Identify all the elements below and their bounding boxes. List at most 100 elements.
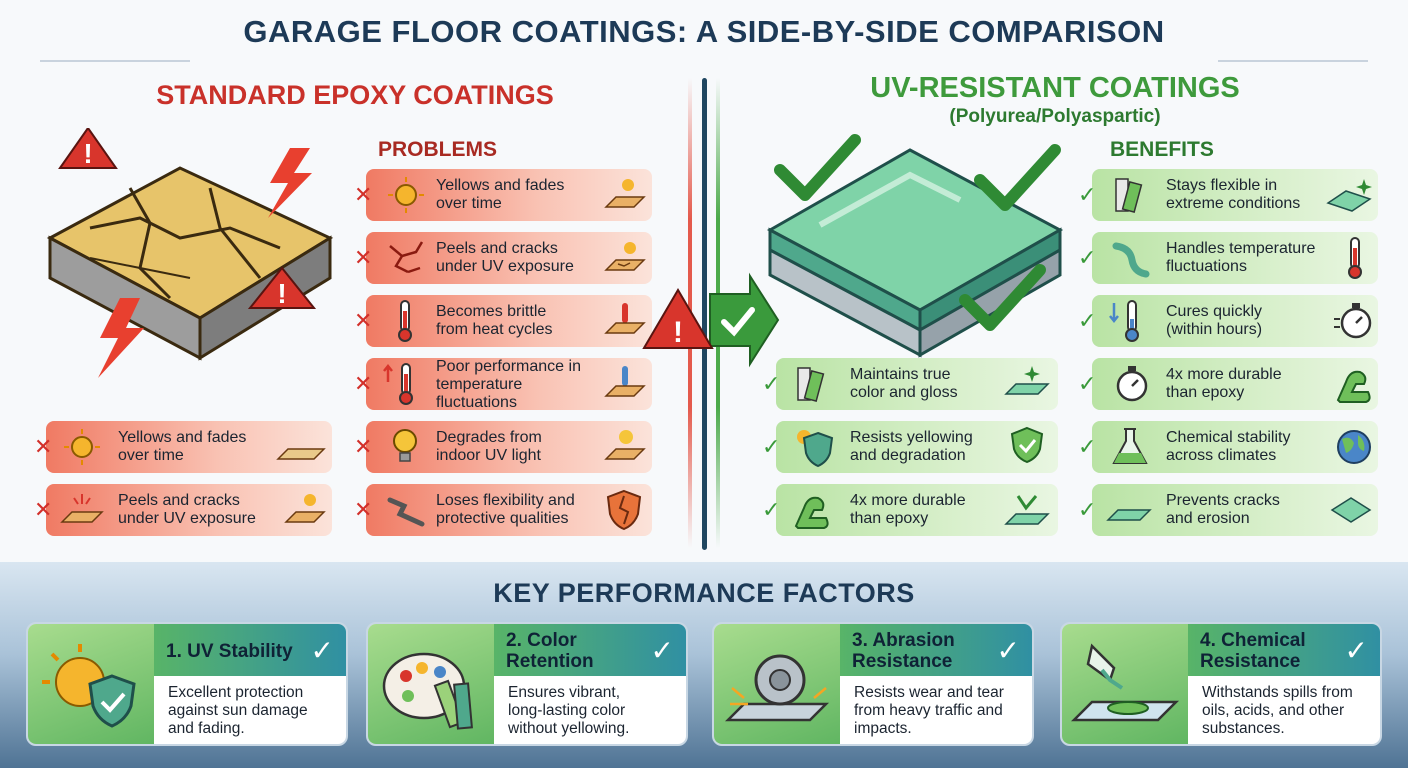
problem-text: Becomes brittle from heat cycles <box>436 303 553 338</box>
benefit-text: Handles temperature fluctuations <box>1166 240 1316 275</box>
stopwatch-icon <box>1116 366 1148 402</box>
shield-check-icon <box>1010 426 1044 464</box>
factor-icon-box <box>28 624 154 744</box>
x-icon: ✕ <box>354 308 373 333</box>
stopwatch-icon <box>1334 303 1372 339</box>
check-icon: ✓ <box>1078 371 1097 396</box>
factor-name: 3. Abrasion Resistance <box>852 630 955 672</box>
glossy-tile-icon <box>1004 366 1050 395</box>
title-rule-right <box>1218 60 1368 62</box>
uv-section-subtitle: (Polyurea/Polyaspartic) <box>949 106 1161 127</box>
factor-description: Excellent protection against sun damage … <box>168 684 308 737</box>
check-icon: ✓ <box>650 635 674 666</box>
palette-icon <box>382 652 473 730</box>
glossy-tile-icon <box>1326 179 1372 212</box>
faded-floor-icon <box>276 448 326 460</box>
sun-icon <box>64 429 100 465</box>
check-icon: ✓ <box>996 635 1020 666</box>
factor-card-uv-stability: 1. UV Stability ✓ Excellent protection a… <box>26 622 348 746</box>
page-title: GARAGE FLOOR COATINGS: A SIDE-BY-SIDE CO… <box>243 14 1165 49</box>
check-icon: ✓ <box>1078 308 1097 333</box>
factor-header <box>494 624 686 676</box>
x-icon: ✕ <box>34 497 53 522</box>
x-icon: ✕ <box>354 182 373 207</box>
flexed-arm-icon <box>794 496 829 529</box>
heat-floor-icon <box>604 303 646 334</box>
x-icon: ✕ <box>34 434 53 459</box>
color-swatch-icon <box>797 367 825 402</box>
key-factors-title: KEY PERFORMANCE FACTORS <box>493 578 915 608</box>
globe-icon <box>1337 430 1371 464</box>
benefit-text: Chemical stability across climates <box>1166 429 1291 464</box>
x-icon: ✕ <box>354 434 373 459</box>
benefit-text: Cures quickly (within hours) <box>1166 303 1263 338</box>
x-icon: ✕ <box>354 245 373 270</box>
check-icon: ✓ <box>1078 182 1097 207</box>
factor-description: Resists wear and tear from heavy traffic… <box>854 684 1004 737</box>
problem-card-1: ✕ Yellows and fades over time <box>354 169 652 221</box>
problem-text: Poor performance in temperature fluctuat… <box>436 358 581 411</box>
benefit-text: Resists yellowing and degradation <box>850 429 973 464</box>
lower-problem-card-2: ✕ Peels and cracks under UV exposure <box>34 484 332 536</box>
benefit-text: 4x more durable than epoxy <box>850 492 966 527</box>
check-icon: ✓ <box>310 635 334 666</box>
benefit-card-1: ✓ Stays flexible in extreme conditions <box>1078 169 1378 221</box>
factor-card-color-retention: 2. Color Retention ✓ Ensures vibrant, lo… <box>366 622 688 746</box>
grinder-icon <box>724 654 830 722</box>
benefit-text: Stays flexible in extreme conditions <box>1166 177 1301 212</box>
flexed-arm-icon <box>1336 370 1371 403</box>
smooth-tile-icon <box>1106 509 1152 521</box>
flexible-strip-icon <box>1112 242 1150 278</box>
uv-section-title: UV-RESISTANT COATINGS <box>870 72 1240 104</box>
uv-coating-floor-illustration <box>766 134 1064 358</box>
flask-icon <box>1112 428 1148 464</box>
diamond-tile-icon <box>1330 497 1372 523</box>
cracked-floor-icon <box>284 494 326 523</box>
factor-description: Withstands spills from oils, acids, and … <box>1202 684 1353 737</box>
faded-floor-icon <box>604 179 646 208</box>
check-icon: ✓ <box>1078 497 1097 522</box>
factor-icon-box <box>1062 624 1188 744</box>
svg-text:!: ! <box>673 316 683 349</box>
problem-text: Peels and cracks under UV exposure <box>118 492 256 527</box>
transition-arrow-icon: ! <box>642 272 780 368</box>
factor-name: 1. UV Stability <box>166 640 293 662</box>
svg-text:!: ! <box>83 138 92 169</box>
problem-text: Degrades from indoor UV light <box>436 429 542 464</box>
epoxy-section-title: STANDARD EPOXY COATINGS <box>156 80 554 110</box>
check-icon: ✓ <box>1078 245 1097 270</box>
lower-problem-card-1: ✕ Yellows and fades over time <box>34 421 332 473</box>
check-icon: ✓ <box>762 434 781 459</box>
factor-header <box>154 624 346 676</box>
cracked-epoxy-floor-illustration: ! ! <box>46 128 334 378</box>
flask-icon <box>1070 643 1180 722</box>
thermometer-icon <box>1348 237 1362 279</box>
sun-shield-icon <box>42 644 136 728</box>
broken-shield-icon <box>606 489 642 531</box>
benefit-card-2: ✓ Handles temperature fluctuations <box>1078 232 1378 284</box>
problem-card-2: ✕ Peels and cracks under UV exposure <box>354 232 652 284</box>
x-icon: ✕ <box>354 371 373 396</box>
cold-thermometer-icon <box>1109 300 1139 342</box>
factor-header <box>1188 624 1380 676</box>
title-rule-left <box>40 60 190 62</box>
problem-text: Yellows and fades over time <box>118 429 247 464</box>
problem-text: Peels and cracks under UV exposure <box>436 240 574 275</box>
cracked-tile-icon <box>60 494 104 523</box>
problem-card-6: ✕ Loses flexibility and protective quali… <box>354 484 652 536</box>
check-icon: ✓ <box>1344 635 1368 666</box>
divider-center <box>702 78 707 550</box>
problem-text: Yellows and fades over time <box>436 177 565 212</box>
thermometer-icon <box>398 300 412 342</box>
lower-benefit-card-1: ✓ Maintains true color and gloss <box>762 358 1058 410</box>
factor-icon-box <box>714 624 840 744</box>
benefit-text: Maintains true color and gloss <box>850 366 958 401</box>
check-icon: ✓ <box>762 371 781 396</box>
factor-card-abrasion-resistance: 3. Abrasion Resistance ✓ Resists wear an… <box>712 622 1034 746</box>
x-icon: ✕ <box>354 497 373 522</box>
light-bulb-icon <box>393 429 417 462</box>
lower-benefit-card-3: ✓ 4x more durable than epoxy <box>762 484 1058 536</box>
problems-header: PROBLEMS <box>378 138 498 161</box>
factor-name: 4. Chemical Resistance <box>1200 630 1306 672</box>
benefit-text: Prevents cracks and erosion <box>1166 492 1280 527</box>
